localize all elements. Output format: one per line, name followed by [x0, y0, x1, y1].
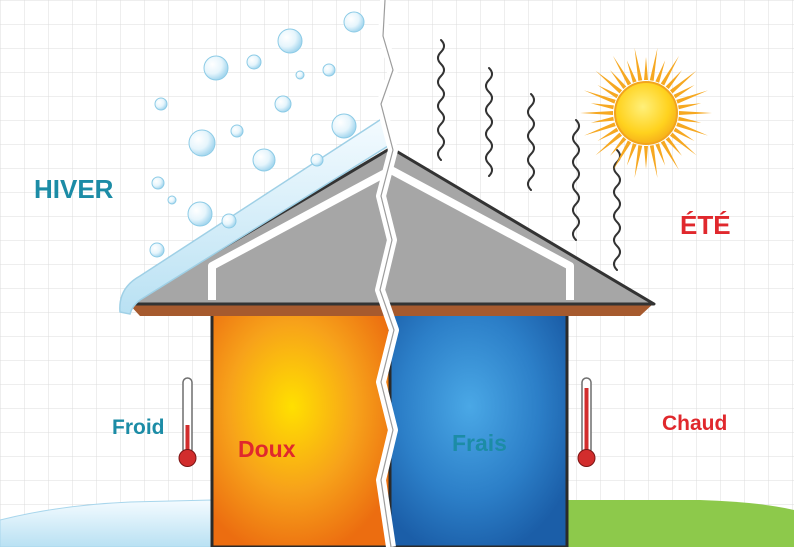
sun-ray: [613, 140, 632, 171]
heat-wave: [485, 67, 493, 177]
sun-ray: [634, 145, 643, 178]
sun-ray: [583, 90, 616, 104]
snow-bubble: [149, 242, 165, 258]
sun-ray: [597, 85, 619, 99]
sun-ray: [673, 85, 695, 99]
warm-room: [210, 311, 392, 547]
sun-ray: [676, 90, 709, 104]
cool-inside-label: Frais: [452, 430, 507, 456]
snow-bubble: [203, 55, 229, 81]
sun-ray: [626, 143, 637, 166]
sun-ray: [655, 143, 666, 166]
summer-label: ÉTÉ: [680, 210, 731, 240]
sun-ray: [673, 127, 695, 141]
snow-bubble: [151, 176, 165, 190]
sun-ray: [655, 60, 666, 83]
snow-bubble: [331, 113, 357, 139]
sun-ray: [678, 111, 712, 115]
sun-ray: [580, 111, 614, 115]
thermometer-icon-hot: [577, 377, 596, 467]
sun-ray: [595, 70, 623, 94]
sun-ray: [597, 127, 619, 141]
sun-ray: [678, 103, 702, 110]
sun-ray: [665, 70, 682, 90]
snow-bubble: [295, 70, 305, 80]
split-outline: [379, 0, 395, 547]
sun-ray: [678, 116, 702, 123]
heat-wave: [527, 93, 535, 191]
snow-bubble: [310, 153, 324, 167]
sun-ray: [676, 122, 709, 136]
snow-bubble: [154, 97, 168, 111]
sun-ray: [626, 60, 637, 83]
sun-ray: [660, 140, 679, 171]
snow-bubble: [221, 213, 237, 229]
grass-ground: [566, 500, 794, 547]
sun-ray: [595, 132, 623, 156]
sun-ray: [665, 136, 682, 156]
warm-inside-label: Doux: [238, 436, 296, 462]
heat-waves-icon: [437, 39, 621, 271]
sun-ray: [649, 145, 658, 178]
snow-bubble: [252, 148, 276, 172]
sun-ray: [669, 70, 697, 94]
sun-ray: [590, 103, 614, 110]
snow-bubble: [188, 129, 216, 157]
snow-bubble: [167, 195, 177, 205]
sun-icon: [580, 48, 712, 178]
thermometer-icon-cold: [178, 377, 197, 467]
snow-bubble: [187, 201, 213, 227]
cold-outside-label: Froid: [112, 416, 165, 439]
sun-ray: [644, 145, 648, 169]
sun-ray: [583, 122, 616, 136]
snowflake-bubbles-icon: [149, 11, 365, 258]
snow-bubble: [230, 124, 244, 138]
snow-bubble: [246, 54, 262, 70]
sun-ray: [610, 70, 627, 90]
winter-label: HIVER: [34, 174, 114, 204]
heat-wave: [572, 119, 580, 241]
sun-ray: [613, 55, 632, 86]
snow-bubble: [343, 11, 365, 33]
sun-ray: [649, 48, 658, 81]
hot-outside-label: Chaud: [662, 412, 728, 435]
snow-bubble: [277, 28, 303, 54]
sun-ray: [634, 48, 643, 81]
sun-ray: [644, 57, 648, 81]
snow-bubble: [274, 95, 292, 113]
sun-ray: [660, 55, 679, 86]
cool-room: [388, 311, 569, 547]
sun-ray: [669, 132, 697, 156]
snow-bubble: [322, 63, 336, 77]
sun-ray: [590, 116, 614, 123]
heat-wave: [613, 149, 621, 271]
heat-wave: [437, 39, 445, 161]
sun-ray: [610, 136, 627, 156]
